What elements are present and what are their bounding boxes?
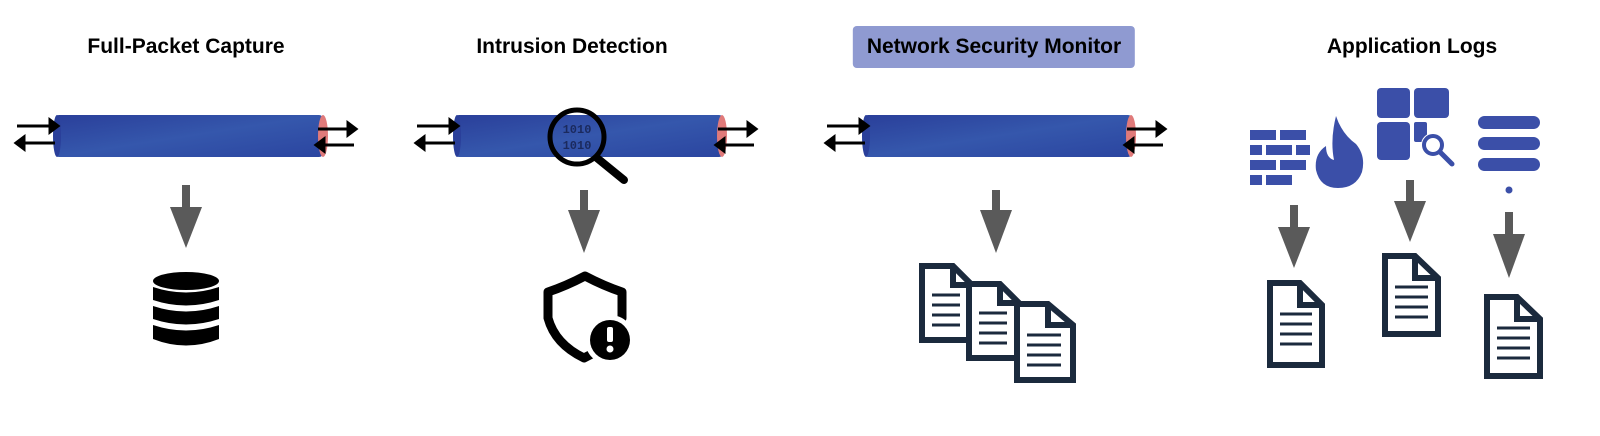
traffic-arrows-left-fpc [13, 117, 61, 152]
database-icon [153, 272, 219, 346]
magnifier-binary-icon: 1010 1010 [547, 107, 628, 184]
documents-icon [919, 263, 1076, 383]
title-intrusion-detection: Intrusion Detection [476, 35, 668, 58]
dashboard-search-icon [1377, 88, 1455, 167]
traffic-arrows-right-nsm [1122, 120, 1168, 154]
title-full-packet-capture: Full-Packet Capture [87, 35, 285, 58]
traffic-arrows-left-ids [413, 117, 461, 152]
traffic-arrows-left-nsm [823, 117, 871, 152]
arrow-down-logs-1 [1278, 205, 1310, 268]
arrow-down-nsm [980, 190, 1012, 253]
document-icon [1267, 253, 1543, 379]
list-icon [1478, 116, 1540, 194]
arrow-down-ids [568, 190, 600, 253]
pipe-network-security-monitor [862, 115, 1136, 157]
traffic-arrows-right-ids [713, 120, 759, 154]
arrow-down-logs-3 [1493, 212, 1525, 278]
pipe-full-packet-capture [53, 115, 328, 157]
svg-text:1010: 1010 [563, 123, 592, 137]
arrow-down-fpc [170, 185, 202, 248]
svg-text:1010: 1010 [563, 139, 592, 153]
firewall-icon [1250, 116, 1365, 189]
title-application-logs: Application Logs [1326, 35, 1498, 58]
arrow-down-logs-2 [1394, 180, 1426, 242]
title-network-security-monitor: Network Security Monitor [852, 26, 1136, 68]
traffic-arrows-right-fpc [313, 120, 359, 154]
shield-alert-icon [543, 271, 635, 365]
